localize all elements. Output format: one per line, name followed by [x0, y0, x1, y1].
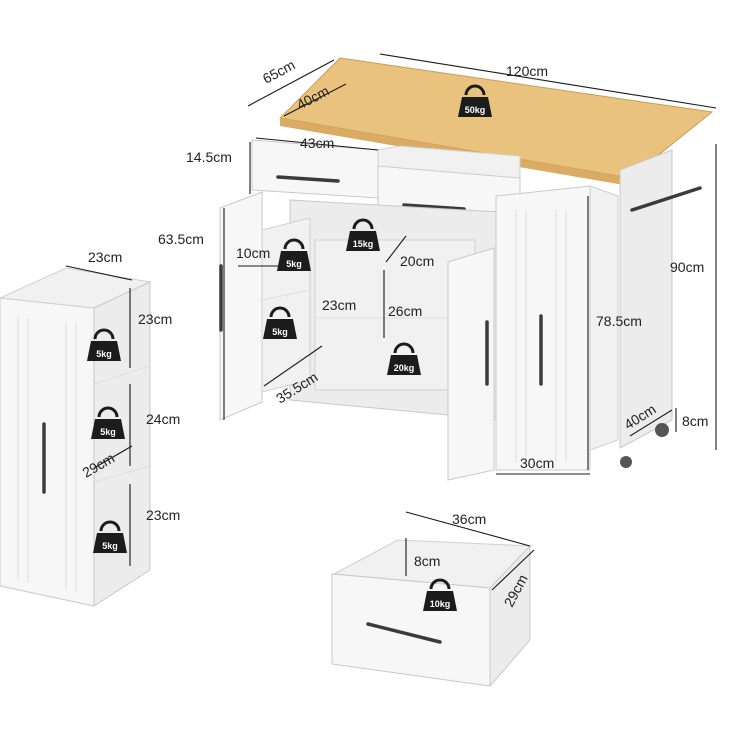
label-cabinet-height: 63.5cm [158, 231, 204, 247]
label-side-cabinet-height: 78.5cm [596, 313, 642, 329]
label-top-width: 120cm [506, 63, 548, 79]
weight-label: 5kg [272, 327, 288, 337]
label-side-cabinet-width: 30cm [520, 455, 554, 471]
dimension-lines [65, 53, 717, 591]
label-side-unit-shelf-bottom: 23cm [146, 507, 180, 523]
drawer-front [331, 573, 491, 687]
weight-label: 5kg [286, 259, 302, 269]
right-inner-door [447, 247, 495, 481]
weight-label: 5kg [96, 349, 112, 359]
weight-icon: 5kg [85, 328, 123, 363]
label-wheel-height: 8cm [682, 413, 708, 429]
weight-icon: 10kg [421, 578, 459, 613]
drawer-front-handle [366, 622, 442, 644]
label-door-rack-width: 10cm [236, 245, 270, 261]
drawer-left-handle [276, 175, 340, 183]
weight-icon: 5kg [89, 406, 127, 441]
weight-icon: 15kg [344, 218, 382, 253]
label-side-unit-shelf-top: 23cm [138, 311, 172, 327]
side-unit-front [0, 297, 95, 607]
weight-icon: 5kg [91, 520, 129, 555]
drawer-right-handle [402, 203, 466, 211]
weight-icon: 20kg [385, 342, 423, 377]
weight-label: 5kg [100, 427, 116, 437]
label-shelf-gap-23: 23cm [322, 297, 356, 313]
label-shelf-depth-20: 20cm [400, 253, 434, 269]
drawer-side [489, 544, 531, 688]
label-drawer-inner-width: 36cm [452, 511, 486, 527]
left-door [219, 191, 263, 421]
label-side-unit-width: 23cm [88, 249, 122, 265]
label-drawer-width: 43cm [300, 135, 334, 151]
weight-icon: 5kg [261, 306, 299, 341]
weight-icon: 5kg [275, 238, 313, 273]
label-drawer-inner-height: 8cm [414, 553, 440, 569]
weight-label: 50kg [465, 105, 486, 115]
side-cabinet [495, 185, 591, 471]
caster-wheel-front [620, 456, 632, 468]
side-cabinet-rack [589, 185, 619, 451]
label-total-height: 90cm [670, 259, 704, 275]
weight-label: 15kg [353, 239, 374, 249]
towel-bar [630, 186, 702, 212]
weight-label: 10kg [430, 599, 451, 609]
weight-label: 5kg [102, 541, 118, 551]
label-shelf-height-26: 26cm [388, 303, 422, 319]
caster-wheel [655, 423, 669, 437]
side-unit-side [93, 281, 151, 607]
weight-icon: 50kg [456, 84, 494, 119]
weight-label: 20kg [394, 363, 415, 373]
drawer-right-top [377, 145, 521, 179]
label-side-unit-shelf-mid: 24cm [146, 411, 180, 427]
end-panel [619, 149, 673, 449]
label-drawer-height: 14.5cm [186, 149, 232, 165]
